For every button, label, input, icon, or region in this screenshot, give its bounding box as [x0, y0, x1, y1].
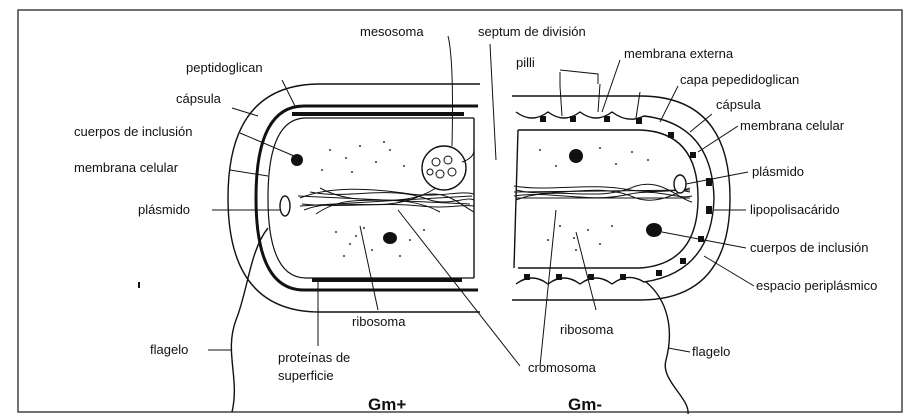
label-cromosoma: cromosoma: [528, 360, 597, 375]
wall-bar-top: [292, 112, 464, 116]
label-ribosoma-right: ribosoma: [560, 322, 614, 337]
label-proteinas: proteínas de: [278, 350, 350, 365]
label-membrana-right: membrana celular: [740, 118, 845, 133]
label-superficie: superficie: [278, 368, 334, 383]
label-peptidoglican: peptidoglican: [186, 60, 263, 75]
label-septum: septum de división: [478, 24, 586, 39]
label-gm-positive: Gm+: [368, 395, 406, 414]
label-espacio-periplasmico: espacio periplásmico: [756, 278, 877, 293]
label-ribosoma-left: ribosoma: [352, 314, 406, 329]
label-membrana-left: membrana celular: [74, 160, 179, 175]
label-capsula-right: cápsula: [716, 97, 762, 112]
label-plasmido-right: plásmido: [752, 164, 804, 179]
wall-bar-bottom: [312, 278, 462, 282]
plasmid-left: [280, 196, 290, 216]
label-membrana-externa: membrana externa: [624, 46, 734, 61]
inclusion-body-right: [646, 223, 662, 237]
inclusion-body-left-2: [383, 232, 397, 244]
label-cuerpos-right: cuerpos de inclusión: [750, 240, 869, 255]
label-mesosoma: mesosoma: [360, 24, 424, 39]
label-cuerpos-left: cuerpos de inclusión: [74, 124, 193, 139]
label-flagelo-left: flagelo: [150, 342, 188, 357]
label-capsula-left: cápsula: [176, 91, 222, 106]
inclusion-body-right-top: [569, 149, 583, 163]
label-capa-pepedidoglican: capa pepedidoglican: [680, 72, 799, 87]
label-plasmido-left: plásmido: [138, 202, 190, 217]
label-flagelo-right: flagelo: [692, 344, 730, 359]
label-pilli: pilli: [516, 55, 535, 70]
label-lipopolisacarido: lipopolisacárido: [750, 202, 840, 217]
stray-mark: [138, 282, 140, 288]
label-gm-negative: Gm-: [568, 395, 602, 414]
plasmid-right: [674, 175, 686, 193]
